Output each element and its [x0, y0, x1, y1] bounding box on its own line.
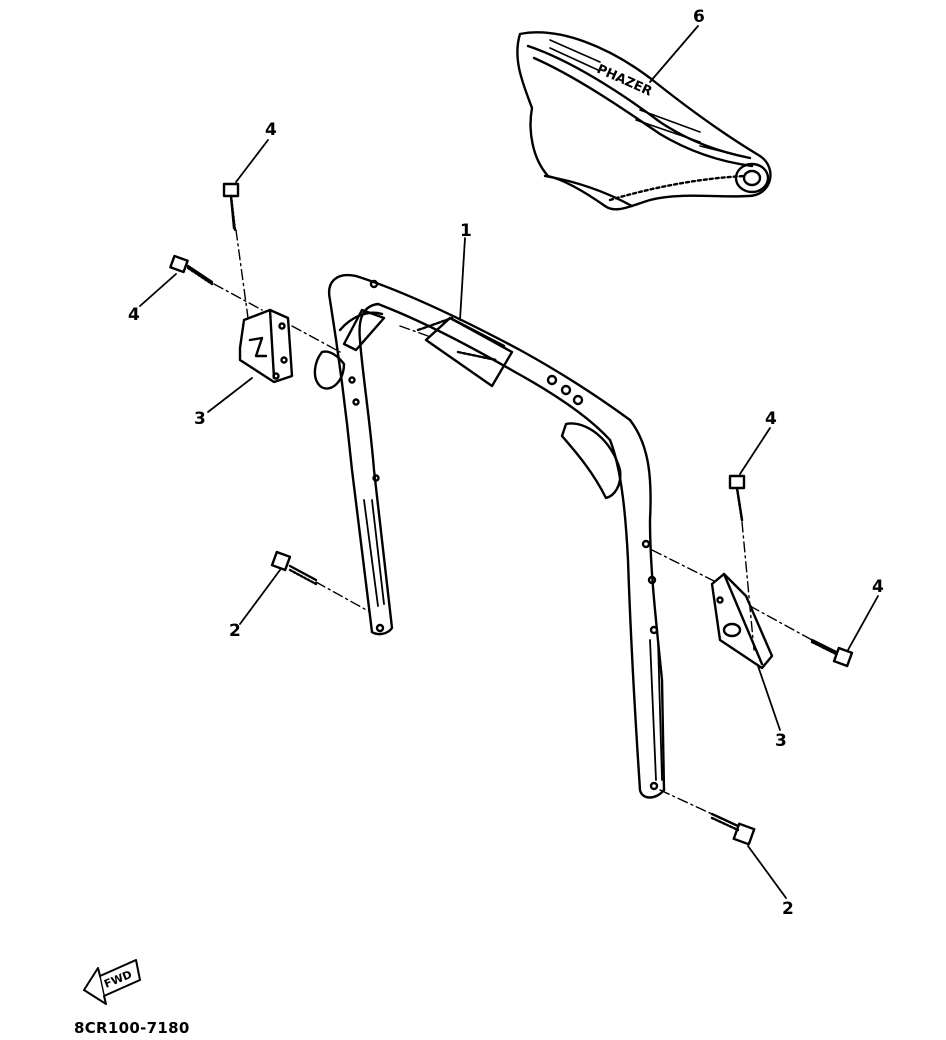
left-bracket-part [238, 308, 294, 384]
bolt-4-top-left [222, 182, 240, 232]
callout-4-left: 4 [128, 305, 140, 325]
leader-lines [139, 25, 879, 899]
bolt-4-right-top [728, 474, 746, 522]
bolt-2-right [710, 812, 756, 846]
callout-1: 1 [460, 221, 472, 241]
right-bracket-part [710, 572, 774, 670]
callout-2-right: 2 [782, 899, 794, 919]
callout-2-left: 2 [229, 621, 241, 641]
callout-3-left: 3 [194, 409, 206, 429]
callout-4-top-left: 4 [265, 120, 277, 140]
callout-4-right: 4 [872, 577, 884, 597]
bolt-2-left [270, 550, 318, 586]
seat-brand-logo: PHAZER [594, 62, 654, 100]
fwd-label: FWD [102, 968, 134, 991]
callout-3-right: 3 [775, 731, 787, 751]
bolt-4-left [169, 254, 214, 286]
fwd-arrow-icon: FWD [83, 959, 141, 1005]
handle-frame-part [313, 273, 666, 799]
callout-6: 6 [693, 7, 705, 27]
bolt-4-right [810, 638, 854, 668]
callout-4-right-top: 4 [765, 409, 777, 429]
diagram-code: 8CR100-7180 [74, 1019, 190, 1037]
assembly-lines [213, 229, 813, 815]
seat-part: PHAZER [516, 31, 772, 211]
